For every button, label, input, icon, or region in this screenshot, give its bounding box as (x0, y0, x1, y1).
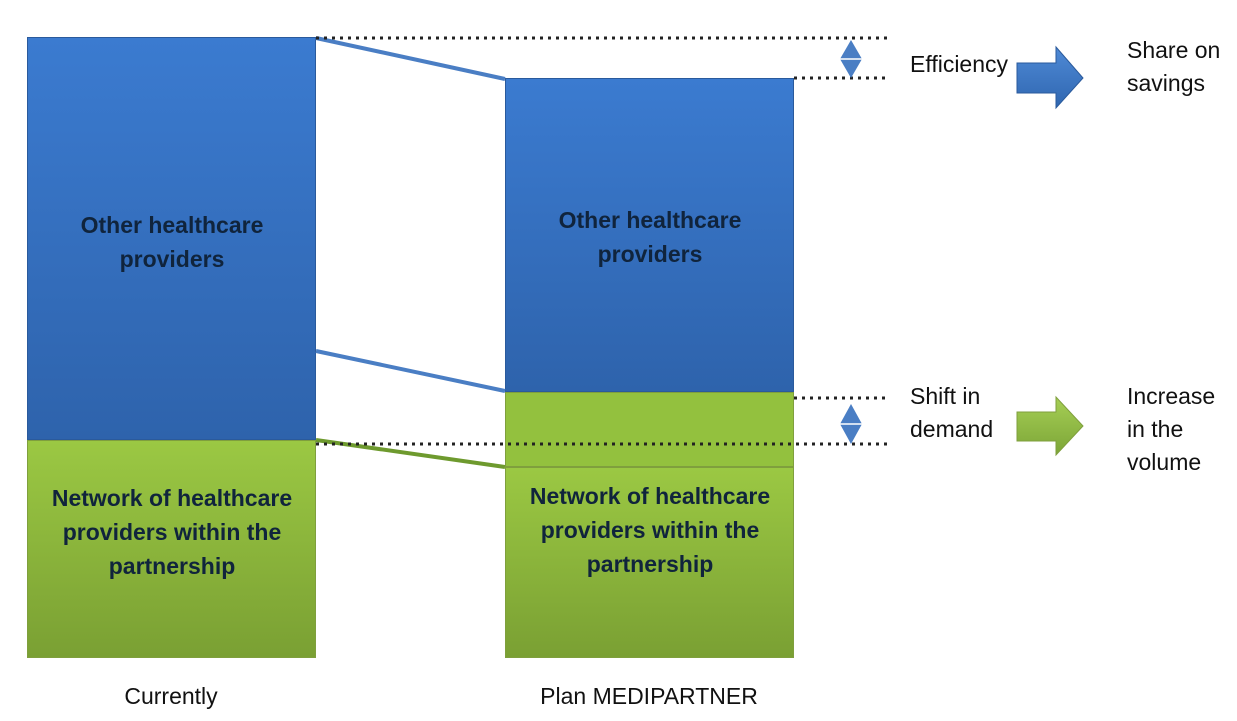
plan-demand-shift-block (505, 392, 794, 467)
efficiency-arrow-icon (1016, 45, 1084, 110)
currently-network-label: Network of healthcare providers within t… (51, 485, 293, 579)
increase-in-volume-label: Increase in the volume (1127, 383, 1216, 475)
shift-arrow-icon (1016, 395, 1084, 457)
plan-network-block (505, 467, 794, 658)
currently-other-providers-block (27, 37, 316, 440)
connector-middle-line (315, 349, 506, 393)
shift-in-demand-label: Shift in demand (910, 383, 994, 442)
plan-other-providers-block (505, 78, 794, 392)
currently-network-block (27, 440, 316, 658)
currently-caption: Currently (124, 683, 218, 709)
share-on-savings-label: Share on savings (1127, 37, 1221, 96)
plan-network-label: Network of healthcare providers within t… (529, 483, 771, 577)
plan-caption: Plan MEDIPARTNER (540, 683, 758, 709)
shift-diamond-icon (840, 404, 862, 444)
efficiency-diamond-icon (840, 40, 862, 78)
connector-bottom-line (315, 438, 506, 469)
connector-top-line (315, 36, 506, 81)
plan-other-providers-label: Other healthcare providers (558, 207, 742, 267)
efficiency-label: Efficiency (910, 51, 1009, 77)
currently-other-providers-label: Other healthcare providers (80, 212, 264, 272)
